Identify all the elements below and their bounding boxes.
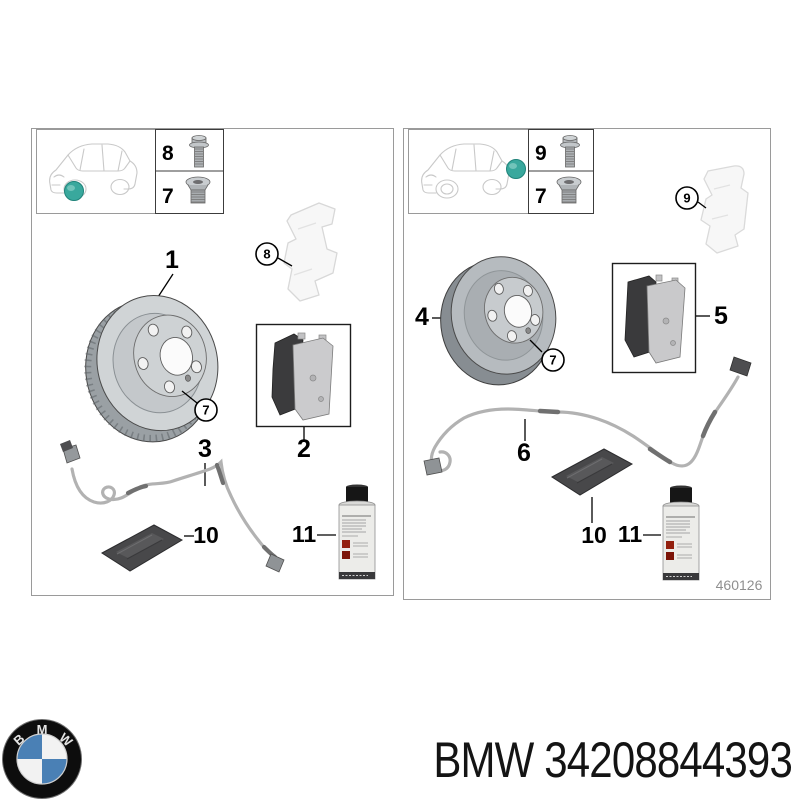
front-carrier-callout: 8	[255, 242, 293, 267]
rear-hardware-box: 9 7	[528, 129, 594, 214]
front-pads-label: 2	[297, 435, 311, 463]
rear-pads-label: 5	[714, 302, 728, 330]
retaining-screw-hole	[525, 327, 531, 334]
rear-bolt-number: 9	[535, 142, 547, 165]
rear-disc-screw-callout: 7	[529, 339, 565, 372]
svg-text:7: 7	[202, 403, 209, 418]
rear-spray-can-icon	[662, 485, 700, 581]
rear-grease-packet-icon	[551, 448, 633, 496]
bmw-roundel-logo: B M W	[2, 719, 82, 799]
rear-axle-highlight-icon	[506, 159, 526, 179]
front-sensor-label: 3	[198, 435, 212, 463]
rear-spray-label: 11	[618, 521, 643, 547]
front-disc-screw-callout: 7	[181, 390, 218, 422]
front-brake-pads	[255, 323, 352, 428]
front-axle-highlight-icon	[64, 181, 84, 201]
front-grease-packet-icon	[101, 524, 183, 572]
rear-carrier-callout: 9	[675, 186, 707, 210]
front-hardware-box: 8 7	[155, 129, 224, 214]
rear-caliper-carrier	[700, 165, 749, 254]
front-spray-can-icon	[338, 484, 376, 580]
front-spray-label: 11	[292, 521, 317, 547]
front-wear-sensor-cable	[60, 440, 285, 573]
front-disc-leader	[157, 273, 174, 298]
rear-sensor-label: 6	[517, 439, 531, 467]
retaining-screw-hole	[184, 374, 191, 382]
svg-text:7: 7	[549, 353, 556, 368]
sensor-grip	[729, 356, 752, 377]
rear-brake-disc	[440, 256, 557, 386]
front-brake-drawing: 8 7 8 1	[36, 129, 376, 580]
front-brake-panel: 8 7 8 1	[31, 128, 394, 596]
svg-text:8: 8	[263, 247, 270, 262]
sensor-plug	[265, 553, 285, 573]
front-bolt-number: 8	[162, 142, 174, 165]
front-caliper-carrier	[283, 202, 338, 302]
sensor-plug	[423, 457, 443, 476]
rear-screw-number: 7	[535, 185, 547, 208]
front-brake-disc	[84, 295, 219, 443]
rear-brake-pads	[611, 262, 697, 374]
front-grease-label: 10	[193, 522, 219, 548]
rear-brake-panel: 9 7 9 4	[403, 128, 771, 600]
lug-holes	[137, 323, 202, 394]
roundel-letter-m: M	[37, 722, 48, 737]
rear-grease-label: 10	[581, 522, 607, 548]
rear-brake-drawing: 9 7 9 4	[408, 129, 763, 593]
lug-holes	[487, 282, 541, 343]
roundel-quadrants	[16, 733, 68, 785]
svg-text:9: 9	[683, 191, 690, 206]
rear-disc-label: 4	[415, 303, 429, 331]
front-disc-label: 1	[165, 246, 179, 274]
rear-car-thumbnail	[408, 129, 529, 214]
front-screw-number: 7	[162, 185, 174, 208]
part-number-text: BMW 34208844393	[433, 732, 792, 788]
drawing-number: 460126	[716, 577, 763, 593]
front-car-thumbnail	[36, 129, 156, 214]
rear-wear-sensor-cable	[423, 356, 752, 476]
